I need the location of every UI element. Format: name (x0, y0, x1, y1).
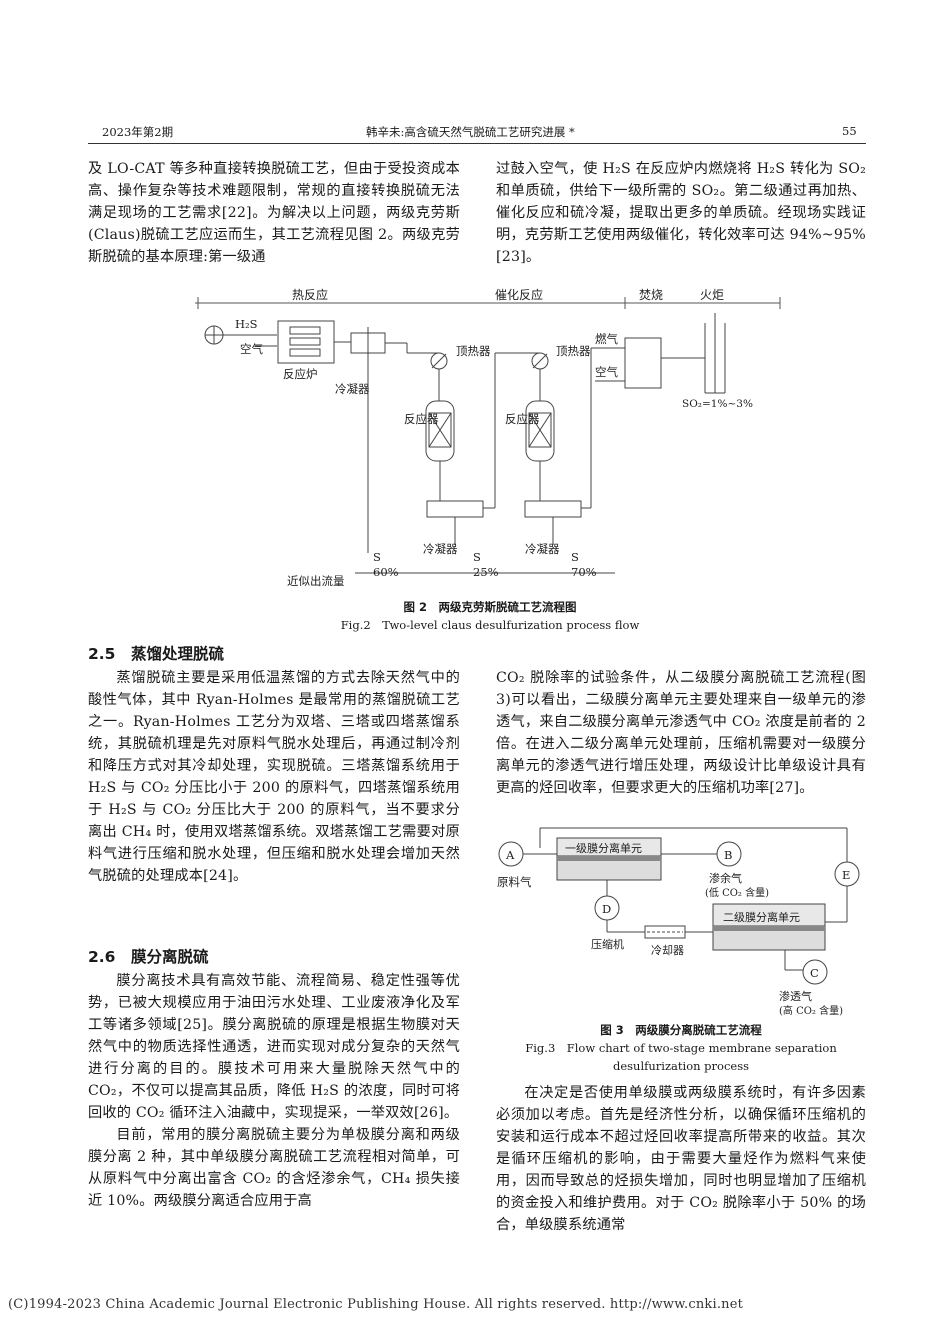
sulfur-pct-1: 60% (373, 565, 399, 579)
retentate-label: 渗余气 (709, 871, 742, 885)
zone-flare-label: 火炬 (700, 288, 724, 302)
node-b: B (716, 841, 742, 867)
running-title: 韩辛未:高含硫天然气脱硫工艺研究进展 * (366, 125, 575, 139)
svg-text:B: B (724, 848, 732, 862)
left-top-text: 及 LO-CAT 等多种直接转换脱硫工艺，但由于受投资成本高、操作复杂等技术难题… (88, 158, 460, 268)
fig3-caption: 图 3 两级膜分离脱硫工艺流程 Fig.3 Flow chart of two-… (496, 1021, 866, 1075)
node-e: E (834, 861, 860, 887)
fig2-caption: 图 2 两级克劳斯脱硫工艺流程图 Fig.2 Two-level claus d… (195, 598, 785, 634)
journal-issue: 2023年第2期 (102, 125, 174, 139)
membrane-process-diagram: A 原料气 一级膜分离单元 B 渗余气 (低 CO₂ 含量) D 压缩机 冷却器… (497, 827, 860, 1017)
cooler-icon (644, 925, 686, 939)
copyright-footer: (C)1994-2023 China Academic Journal Elec… (8, 1297, 744, 1312)
right-top-text: 过鼓入空气，使 H₂S 在反应炉内燃烧将 H₂S 转化为 SO₂ 和单质硫，供给… (496, 158, 866, 268)
left-top-paragraph: 及 LO-CAT 等多种直接转换脱硫工艺，但由于受投资成本高、操作复杂等技术难题… (88, 161, 460, 265)
section-2-5-title: 2.5 蒸馏处理脱硫 (88, 645, 224, 663)
node-d: D (594, 895, 620, 921)
fuel-gas-label: 燃气 (595, 332, 618, 346)
stage-1-membrane-unit: 一级膜分离单元 (556, 837, 662, 881)
claus-process-diagram: 热反应 催化反应 焚烧 火炬 H₂S 空气 反应炉 冷凝器 顶热器 (195, 287, 781, 588)
reactor-1 (425, 400, 455, 462)
h2s-label: H₂S (235, 317, 258, 331)
furnace-label: 反应炉 (283, 367, 318, 381)
retentate-note: (低 CO₂ 含量) (705, 886, 769, 899)
sulfur-pct-2: 25% (473, 565, 499, 579)
page-number: 55 (842, 124, 857, 138)
section-2-6-paragraph-2: 目前，常用的膜分离脱硫主要分为单极膜分离和两级膜分离 2 种，其中单级膜分离脱硫… (88, 1127, 460, 1209)
section-2-6-title: 2.6 膜分离脱硫 (88, 948, 209, 966)
right-middle-text: CO₂ 脱除率的试验条件，从二级膜分离脱硫工艺流程(图 3)可以看出，二级膜分离… (496, 667, 866, 799)
condenser-label-3: 冷凝器 (525, 542, 560, 556)
compressor-label: 压缩机 (591, 937, 624, 951)
permeate-note: (高 CO₂ 含量) (779, 1004, 843, 1017)
node-a: A (498, 841, 524, 867)
section-2-6-paragraph-1: 膜分离技术具有高效节能、流程简易、稳定性强等优势，已被大规模应用于油田污水处理、… (88, 973, 460, 1121)
reactor-2 (525, 400, 555, 462)
sulfur-label-2: S (473, 550, 481, 564)
third-condenser (524, 500, 582, 518)
first-condenser (350, 327, 386, 359)
right-bottom-paragraph: 在决定是否使用单级膜或两级膜系统时，有许多因素必须加以考虑。首先是经济性分析，以… (496, 1085, 866, 1233)
approx-flow-label: 近似出流量 (287, 574, 345, 588)
svg-text:E: E (842, 868, 850, 882)
reactor-label-1: 反应器 (404, 412, 439, 426)
cooler-label: 冷却器 (651, 944, 684, 957)
right-middle-paragraph: CO₂ 脱除率的试验条件，从二级膜分离脱硫工艺流程(图 3)可以看出，二级膜分离… (496, 670, 866, 796)
fig3-caption-en-2: desulfurization process (612, 1059, 750, 1073)
air-label-2: 空气 (595, 365, 618, 379)
sulfur-pct-3: 70% (571, 565, 597, 579)
fig3-caption-cn: 图 3 两级膜分离脱硫工艺流程 (600, 1023, 762, 1037)
svg-text:C: C (810, 966, 819, 980)
second-condenser (426, 500, 484, 518)
reaction-furnace (277, 320, 335, 364)
reheater-1-icon (430, 352, 448, 370)
zone-incineration-label: 焚烧 (639, 288, 663, 302)
header-rule (88, 143, 866, 144)
fig3-caption-en-1: Fig.3 Flow chart of two-stage membrane s… (525, 1041, 837, 1055)
feed-pump-icon (204, 325, 224, 345)
sulfur-label-3: S (571, 550, 579, 564)
condenser-label-2: 冷凝器 (423, 542, 458, 556)
top-heater-label-1: 顶热器 (456, 344, 491, 358)
zone-thermal-label: 热反应 (292, 287, 328, 302)
fig2-caption-en: Fig.2 Two-level claus desulfurization pr… (340, 618, 640, 632)
svg-text:二级膜分离单元: 二级膜分离单元 (723, 910, 800, 924)
permeate-label: 渗透气 (779, 989, 812, 1003)
fig2-caption-cn: 图 2 两级克劳斯脱硫工艺流程图 (403, 600, 577, 614)
air-label: 空气 (240, 342, 263, 356)
flare-stack (704, 313, 726, 394)
reactor-label-2: 反应器 (505, 412, 540, 426)
feed-gas-label: 原料气 (497, 875, 532, 889)
top-heater-label-2: 顶热器 (556, 344, 591, 358)
section-2-5-paragraph: 蒸馏脱硫主要是采用低温蒸馏的方式去除天然气中的酸性气体，其中 Ryan-Holm… (88, 670, 460, 884)
node-c: C (802, 959, 828, 985)
sulfur-label-1: S (373, 550, 381, 564)
right-bottom-text: 在决定是否使用单级膜或两级膜系统时，有许多因素必须加以考虑。首先是经济性分析，以… (496, 1082, 866, 1236)
right-top-paragraph: 过鼓入空气，使 H₂S 在反应炉内燃烧将 H₂S 转化为 SO₂ 和单质硫，供给… (496, 161, 866, 265)
zone-catalytic-label: 催化反应 (495, 287, 543, 302)
condenser-label-1: 冷凝器 (335, 382, 370, 396)
incinerator (624, 337, 662, 389)
section-2-6-text: 膜分离技术具有高效节能、流程简易、稳定性强等优势，已被大规模应用于油田污水处理、… (88, 970, 460, 1212)
section-2-5-text: 蒸馏脱硫主要是采用低温蒸馏的方式去除天然气中的酸性气体，其中 Ryan-Holm… (88, 667, 460, 887)
svg-text:A: A (505, 848, 515, 862)
svg-text:D: D (602, 902, 611, 916)
svg-text:一级膜分离单元: 一级膜分离单元 (565, 841, 642, 855)
reheater-2-icon (531, 352, 549, 370)
stage-2-membrane-unit: 二级膜分离单元 (712, 903, 826, 951)
so2-label: SO₂=1%~3% (682, 398, 753, 410)
